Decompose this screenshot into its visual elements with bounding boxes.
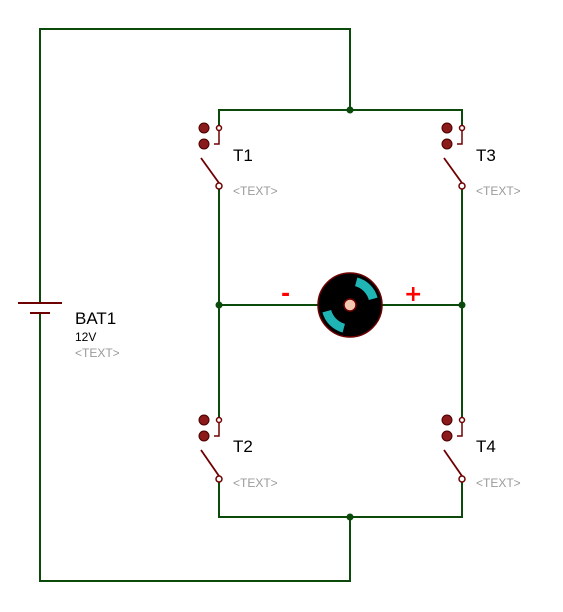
wires (39, 28, 463, 582)
switch-blade (443, 157, 463, 184)
switch-pin (215, 124, 223, 132)
switch-contact (441, 138, 453, 150)
motor-rotor-arc (322, 309, 346, 333)
switch-t2[interactable]: T2 <TEXT> (198, 414, 278, 490)
wire-battery-bottom (39, 312, 351, 582)
switch-blade (200, 157, 220, 184)
junction-dot (346, 513, 354, 521)
wire-battery-top (39, 28, 351, 304)
dc-motor[interactable]: - + (281, 272, 422, 338)
switch-t1[interactable]: T1 <TEXT> (198, 122, 278, 198)
switch-blade (443, 449, 463, 477)
switch-contact (441, 430, 453, 442)
switch-lead (214, 130, 220, 145)
switch-pin (215, 416, 223, 424)
junctions (215, 106, 466, 521)
switch-text: <TEXT> (233, 184, 278, 198)
switch-text: <TEXT> (476, 184, 521, 198)
switch-lead (214, 422, 220, 437)
switch-pin (215, 475, 223, 483)
motor-plus-label: + (404, 282, 422, 307)
switch-lead (457, 422, 463, 437)
switch-pin (215, 182, 223, 190)
switch-pin (458, 182, 466, 190)
junction-dot (215, 301, 223, 309)
battery-bat1[interactable]: BAT1 12V <TEXT> (18, 302, 120, 360)
switch-contact (441, 414, 453, 426)
switch-lead (457, 130, 463, 145)
switch-pin (458, 416, 466, 424)
switch-t4[interactable]: T4 <TEXT> (441, 414, 521, 490)
switch-contact (441, 122, 453, 134)
switch-t3[interactable]: T3 <TEXT> (441, 122, 521, 198)
switch-blade (200, 449, 220, 477)
switch-pin (458, 475, 466, 483)
switch-label: T1 (233, 146, 253, 165)
motor-rotor-arc (354, 277, 378, 301)
switch-label: T2 (233, 437, 253, 456)
switch-contact (198, 414, 210, 426)
motor-minus-label: - (281, 282, 290, 307)
switch-text: <TEXT> (233, 476, 278, 490)
battery-text: <TEXT> (75, 346, 120, 360)
battery-value: 12V (75, 330, 96, 344)
junction-dot (458, 301, 466, 309)
switch-label: T3 (476, 146, 496, 165)
junction-dot (346, 106, 354, 114)
switch-contact (198, 430, 210, 442)
switch-text: <TEXT> (476, 476, 521, 490)
switch-contact (198, 122, 210, 134)
battery-name: BAT1 (75, 309, 116, 328)
switch-contact (198, 138, 210, 150)
motor-shaft (343, 298, 357, 312)
switch-label: T4 (476, 437, 496, 456)
switch-pin (458, 124, 466, 132)
